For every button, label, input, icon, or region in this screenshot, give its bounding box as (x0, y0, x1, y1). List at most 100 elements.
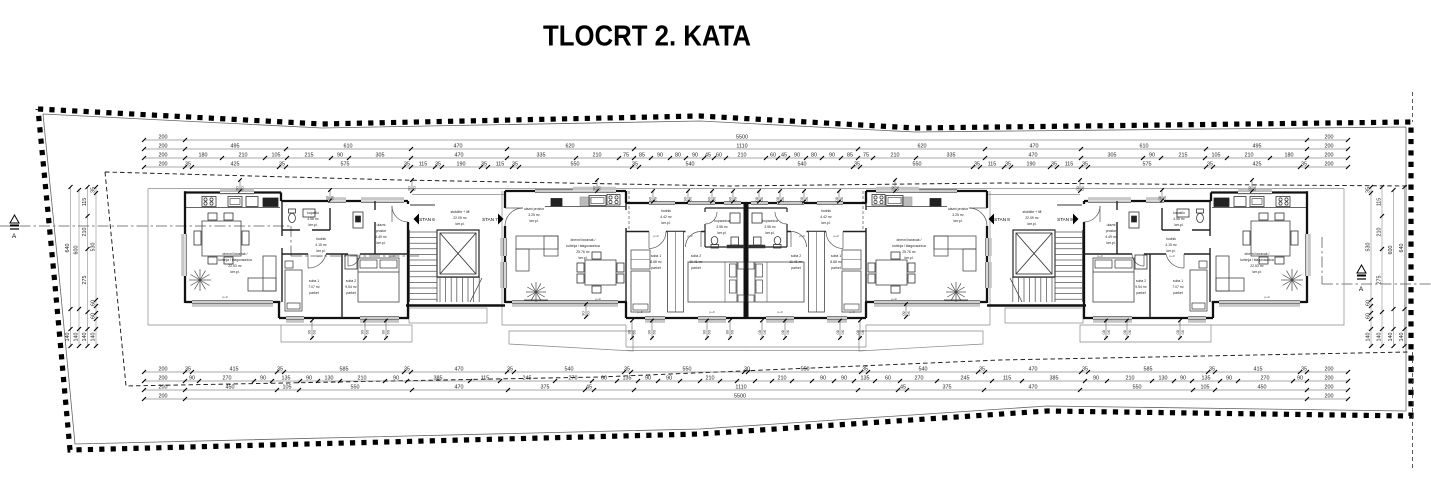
svg-text:140: 140 (82, 333, 88, 342)
svg-text:210: 210 (738, 152, 747, 158)
svg-text:90: 90 (306, 376, 312, 382)
svg-text:35: 35 (435, 162, 441, 168)
svg-text:60: 60 (707, 329, 712, 334)
svg-text:35: 35 (854, 162, 860, 168)
svg-text:22.53 m²: 22.53 m² (228, 264, 242, 268)
svg-text:470: 470 (1029, 367, 1038, 373)
svg-text:stubište + lift: stubište + lift (451, 210, 470, 214)
svg-text:90: 90 (647, 329, 652, 334)
svg-text:180: 180 (199, 153, 208, 159)
svg-text:275: 275 (1377, 276, 1383, 285)
svg-text:135: 135 (1202, 376, 1211, 382)
svg-text:90: 90 (1226, 376, 1232, 382)
svg-text:190: 190 (1027, 162, 1036, 168)
svg-text:200: 200 (1325, 144, 1334, 150)
svg-text:245: 245 (523, 376, 532, 382)
svg-text:90: 90 (1180, 376, 1186, 382)
svg-text:ker.pl.: ker.pl. (1106, 241, 1115, 245)
svg-text:stubište + lift: stubište + lift (1023, 210, 1042, 214)
svg-text:parket: parket (309, 291, 318, 295)
svg-text:parket: parket (791, 266, 800, 270)
svg-text:105: 105 (1201, 385, 1210, 391)
svg-text:8.68 m²: 8.68 m² (830, 260, 842, 264)
svg-text:415: 415 (1254, 367, 1263, 373)
svg-text:ker.pl.: ker.pl. (578, 256, 587, 260)
svg-text:60: 60 (1366, 313, 1372, 319)
svg-text:600: 600 (1388, 246, 1394, 255)
svg-text:245: 245 (961, 376, 970, 382)
svg-text:130: 130 (1159, 376, 1168, 382)
svg-text:640: 640 (1399, 244, 1405, 253)
svg-text:425: 425 (231, 162, 240, 168)
svg-text:415: 415 (230, 367, 239, 373)
svg-text:385: 385 (434, 376, 443, 382)
svg-text:60: 60 (330, 195, 335, 200)
svg-text:kupaonica: kupaonica (714, 219, 730, 223)
svg-text:270: 270 (569, 376, 578, 382)
svg-text:495: 495 (1253, 144, 1262, 150)
svg-text:60: 60 (653, 196, 658, 201)
svg-text:4.42 m²: 4.42 m² (660, 215, 672, 219)
svg-text:hodnik: hodnik (661, 209, 671, 213)
svg-text:600: 600 (74, 246, 80, 255)
svg-text:p+0: p+0 (637, 310, 642, 314)
svg-text:200: 200 (159, 376, 168, 382)
svg-text:215: 215 (305, 153, 314, 159)
svg-text:90: 90 (760, 197, 765, 202)
svg-text:180: 180 (1285, 153, 1294, 159)
svg-text:ulazni prostor: ulazni prostor (524, 207, 545, 211)
svg-text:35: 35 (632, 162, 638, 168)
svg-text:550: 550 (801, 367, 810, 373)
svg-text:495: 495 (231, 144, 240, 150)
svg-text:200: 200 (159, 385, 168, 391)
svg-text:140: 140 (65, 333, 71, 342)
svg-text:60: 60 (240, 186, 245, 191)
svg-text:135: 135 (282, 376, 291, 382)
svg-text:90: 90 (840, 197, 845, 202)
svg-text:60: 60 (386, 329, 391, 334)
svg-text:ker.pl.: ker.pl. (1252, 270, 1261, 274)
svg-text:p+0: p+0 (849, 310, 854, 314)
svg-text:60: 60 (1101, 330, 1106, 335)
svg-text:85: 85 (847, 153, 853, 159)
svg-text:25.76 m²: 25.76 m² (902, 250, 916, 254)
svg-text:90: 90 (683, 196, 688, 201)
svg-text:ker.pl.: ker.pl. (316, 249, 325, 253)
svg-text:210: 210 (82, 228, 88, 237)
svg-text:90: 90 (692, 153, 698, 159)
svg-text:210: 210 (706, 376, 715, 382)
svg-text:soba 2: soba 2 (346, 279, 356, 283)
svg-text:550: 550 (571, 162, 580, 168)
svg-text:140: 140 (1399, 333, 1405, 342)
svg-text:470: 470 (455, 367, 464, 373)
svg-text:45: 45 (781, 153, 787, 159)
svg-text:200: 200 (159, 394, 168, 400)
svg-text:140: 140 (1388, 333, 1394, 342)
svg-text:TLOCRT 2. KATA: TLOCRT 2. KATA (543, 21, 751, 53)
svg-text:210: 210 (239, 153, 248, 159)
svg-text:80: 80 (675, 153, 681, 159)
svg-text:200: 200 (1325, 135, 1334, 141)
svg-text:115: 115 (988, 162, 997, 168)
svg-text:90: 90 (841, 376, 847, 382)
svg-text:90: 90 (1149, 153, 1155, 159)
svg-text:60: 60 (91, 313, 97, 319)
svg-text:ker.pl.: ker.pl. (717, 231, 726, 235)
svg-text:22.09 m²: 22.09 m² (1025, 216, 1039, 220)
svg-text:ker.pl.: ker.pl. (904, 256, 913, 260)
svg-text:45: 45 (900, 385, 906, 391)
svg-text:450: 450 (1258, 385, 1267, 391)
svg-text:parket: parket (1136, 291, 1145, 295)
svg-text:A: A (1359, 286, 1364, 293)
svg-text:STAN 6: STAN 6 (419, 217, 435, 222)
svg-text:dnevni boravak /: dnevni boravak / (1245, 252, 1270, 256)
svg-text:550: 550 (351, 385, 360, 391)
svg-text:ker.pl.: ker.pl. (529, 219, 538, 223)
svg-text:hodnik: hodnik (821, 209, 831, 213)
svg-text:ker.pl.: ker.pl. (821, 221, 830, 225)
svg-text:200: 200 (1325, 153, 1334, 159)
svg-text:105: 105 (272, 153, 281, 159)
svg-text:soba 2: soba 2 (1136, 279, 1146, 283)
svg-text:11.41 m²: 11.41 m² (789, 260, 803, 264)
svg-text:90: 90 (657, 153, 663, 159)
